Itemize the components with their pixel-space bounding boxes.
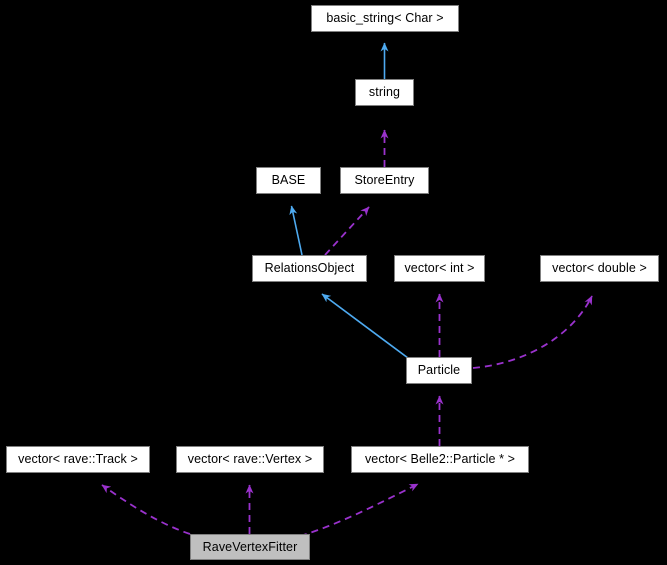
node-label: vector< rave::Vertex > bbox=[187, 452, 313, 467]
node-label: vector< double > bbox=[552, 261, 647, 276]
node-label: vector< int > bbox=[404, 261, 475, 276]
node-ravevertexfitter[interactable]: RaveVertexFitter bbox=[190, 534, 310, 560]
node-label: vector< Belle2::Particle * > bbox=[364, 452, 516, 467]
node-label: string bbox=[368, 85, 401, 100]
node-vector-int[interactable]: vector< int > bbox=[394, 255, 485, 282]
node-particle[interactable]: Particle bbox=[406, 357, 472, 384]
edge-relationsobject-to-base bbox=[289, 205, 303, 256]
node-vector-rave-track[interactable]: vector< rave::Track > bbox=[6, 446, 150, 473]
node-vector-belle2-particle[interactable]: vector< Belle2::Particle * > bbox=[351, 446, 529, 473]
node-relationsobject[interactable]: RelationsObject bbox=[252, 255, 367, 282]
node-label: basic_string< Char > bbox=[326, 11, 444, 26]
edge-ravevertexfitter-to-vector-track bbox=[101, 484, 191, 535]
node-basic-string[interactable]: basic_string< Char > bbox=[311, 5, 459, 32]
edge-particle-to-relationsobject bbox=[321, 293, 409, 359]
node-label: RaveVertexFitter bbox=[202, 539, 298, 554]
node-base[interactable]: BASE bbox=[256, 167, 321, 194]
edge-relationsobject-to-storeentry bbox=[324, 206, 370, 256]
node-storeentry[interactable]: StoreEntry bbox=[340, 167, 429, 194]
node-label: RelationsObject bbox=[264, 261, 355, 276]
edge-particle-to-vector-double bbox=[472, 295, 593, 369]
node-label: StoreEntry bbox=[354, 173, 415, 188]
node-label: Particle bbox=[417, 363, 461, 378]
node-label: vector< rave::Track > bbox=[18, 452, 138, 467]
edge-ravevertexfitter-to-vector-belle2 bbox=[299, 483, 419, 537]
node-vector-double[interactable]: vector< double > bbox=[540, 255, 659, 282]
node-vector-rave-vertex[interactable]: vector< rave::Vertex > bbox=[176, 446, 324, 473]
node-string[interactable]: string bbox=[355, 79, 414, 106]
node-label: BASE bbox=[271, 173, 306, 188]
